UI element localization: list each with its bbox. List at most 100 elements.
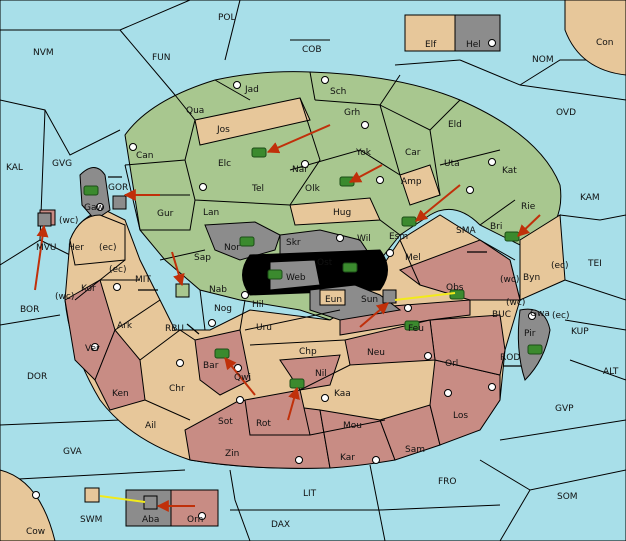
obs-label: Obs <box>446 283 464 293</box>
sma-label: SMA <box>456 226 476 236</box>
qwi-label: Qwi <box>234 373 251 383</box>
ec4-label: (ec) <box>552 311 570 321</box>
nil-label: Nil <box>315 369 327 379</box>
ail-label: Ail <box>145 421 156 431</box>
ost-label: Ost <box>317 258 333 268</box>
ken-label: Ken <box>112 389 129 399</box>
mel-label: Mel <box>405 253 421 263</box>
mit-label: MIT <box>135 275 151 285</box>
bor-label: BOR <box>20 305 39 315</box>
dax-label: DAX <box>271 520 290 530</box>
bar-region[interactable] <box>194 329 251 396</box>
rbu-label: RBU <box>165 324 184 334</box>
tel-label: Tel <box>251 184 264 194</box>
con-label: Con <box>596 38 614 48</box>
byn-label: Byn <box>523 273 540 283</box>
bri-label: Bri <box>490 222 502 232</box>
gvg-label: GVG <box>52 159 72 169</box>
wc1-label: (wc) <box>59 216 78 226</box>
orn-label: Orn <box>187 515 203 525</box>
gor-label: GOR <box>108 183 128 193</box>
kam-label: KAM <box>580 193 600 203</box>
cow-label: Cow <box>26 527 45 537</box>
eun-label: Eun <box>325 295 342 305</box>
byn-region[interactable] <box>519 214 566 301</box>
hil-label: Hil <box>252 300 264 310</box>
rod-label: ROD <box>500 353 520 363</box>
nom-label: NOM <box>532 55 554 65</box>
ovd-label: OVD <box>556 108 576 118</box>
neu-label: Neu <box>367 348 385 358</box>
lan-label: Lan <box>203 208 219 218</box>
sch-label: Sch <box>330 87 346 97</box>
cob-label: COB <box>302 45 322 55</box>
alt-label: ALT <box>603 367 619 377</box>
elf-label: Elf <box>425 40 437 50</box>
web-region[interactable] <box>269 259 321 291</box>
car-label: Car <box>405 148 421 158</box>
wc2-label: (wc) <box>500 275 519 285</box>
kal-label: KAL <box>6 163 23 173</box>
bar-label: Bar <box>203 361 219 371</box>
aba-label: Aba <box>142 515 159 525</box>
nar-label: Nar <box>292 165 308 175</box>
ec2-label: (ec) <box>551 261 569 271</box>
mvu-label: MVU <box>36 243 57 253</box>
zin-label: Zin <box>225 449 239 459</box>
orn-region[interactable] <box>170 489 219 527</box>
wil-label: Wil <box>357 234 371 244</box>
move-arrows <box>34 124 541 512</box>
grh-label: Grh <box>344 108 360 118</box>
nor-label: Nor <box>224 243 240 253</box>
sam-label: Sam <box>405 445 425 455</box>
sun-label: Sun <box>361 295 378 305</box>
sot-label: Sot <box>218 417 233 427</box>
nog-label: Nog <box>214 304 232 314</box>
eun-region[interactable] <box>319 289 346 306</box>
support-lines <box>99 292 456 503</box>
eld-label: Eld <box>448 120 462 130</box>
web-label: Web <box>286 273 306 283</box>
gwa-label: Gwa <box>530 309 550 319</box>
her-label: Her <box>68 243 84 253</box>
wc3-label: (wc) <box>55 292 74 302</box>
elf-region[interactable] <box>404 14 456 52</box>
fro-label: FRO <box>438 477 457 487</box>
gaw-label: Gaw <box>84 203 104 213</box>
chr-label: Chr <box>169 384 185 394</box>
esm-label: Esm <box>389 232 408 242</box>
wc4-label: (wc) <box>506 298 525 308</box>
her-region[interactable] <box>69 214 126 266</box>
kor-label: Kor <box>81 284 96 294</box>
gva-label: GVA <box>63 447 83 457</box>
pir-label: Pir <box>524 329 536 339</box>
feu-label: Feu <box>408 324 424 334</box>
rie-label: Rie <box>521 202 536 212</box>
mou-label: Mou <box>343 421 362 431</box>
yok-label: Yok <box>355 148 372 158</box>
kar-label: Kar <box>340 453 355 463</box>
ark-label: Ark <box>117 321 133 331</box>
sap-label: Sap <box>194 253 211 263</box>
sea-labels: POL NVM FUN COB NOM Con OVD KAL GVG KAM … <box>6 13 619 537</box>
som-label: SOM <box>557 492 578 502</box>
gur-label: Gur <box>157 209 174 219</box>
uru-label: Uru <box>256 323 272 333</box>
qua-label: Qua <box>186 106 204 116</box>
adjacency-arrows <box>108 176 521 367</box>
skr-label: Skr <box>286 238 301 248</box>
province-borders <box>74 71 516 436</box>
jos-region[interactable] <box>194 97 311 146</box>
ken-region[interactable] <box>94 329 146 411</box>
hel-label: Hel <box>466 40 481 50</box>
elc-label: Elc <box>218 159 231 169</box>
amp-label: Amp <box>401 177 422 187</box>
uta-label: Uta <box>444 159 460 169</box>
buc-label: BUC <box>492 310 511 320</box>
jad-label: Jad <box>244 85 259 95</box>
dor-label: DOR <box>27 372 47 382</box>
neu-region[interactable] <box>344 319 436 366</box>
